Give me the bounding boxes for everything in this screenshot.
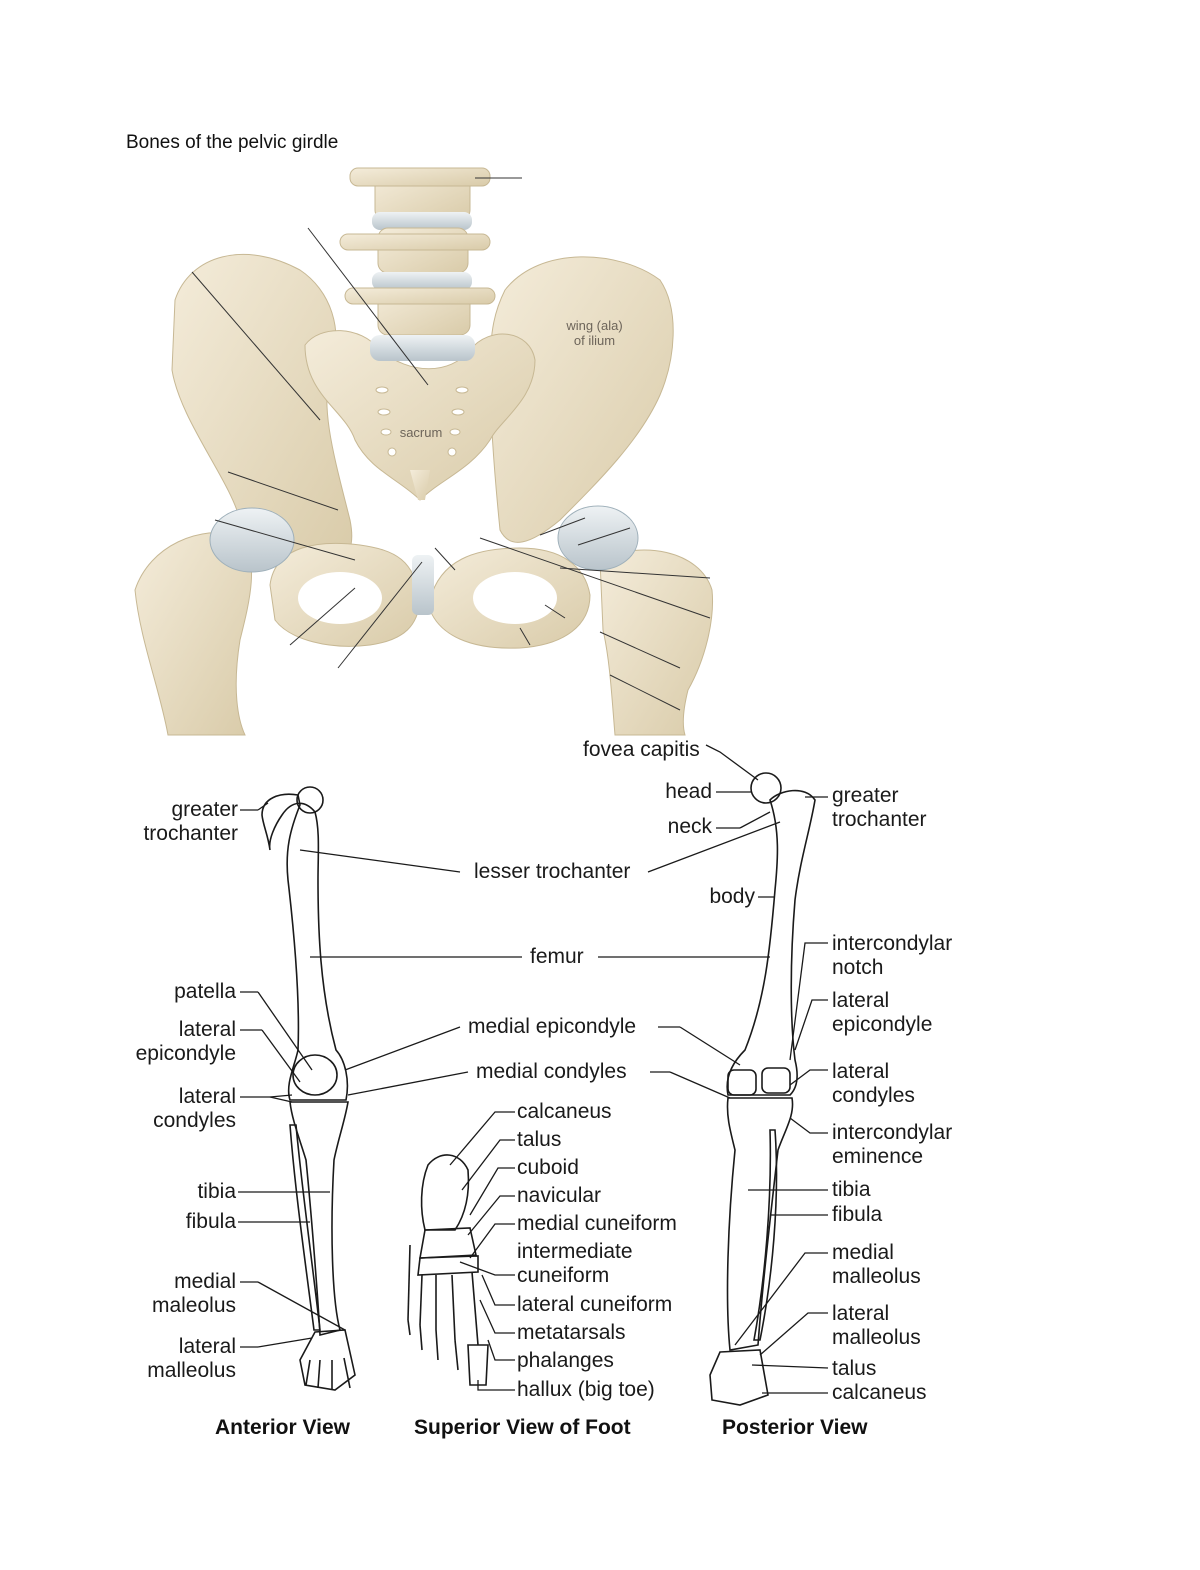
label-line: malleolus: [832, 1265, 921, 1288]
right-femur-shape: [134, 531, 252, 736]
right-hip-joint: [209, 507, 295, 573]
posterior-lateral-malleolus-label: lateral malleolus: [832, 1302, 921, 1350]
disc-1: [372, 212, 472, 230]
foot-metatarsals-label: metatarsals: [517, 1321, 626, 1344]
anterior-medial-maleolus-label: medial maleolus: [100, 1270, 236, 1318]
posterior-tibia-fibula: [709, 1097, 794, 1406]
label-line: trochanter: [143, 822, 238, 845]
wing-label-line1: wing (ala): [566, 318, 623, 333]
label-line: maleolus: [151, 1294, 236, 1317]
label-line: medial: [174, 1270, 236, 1293]
posterior-head-label: head: [665, 780, 712, 803]
anterior-view-caption: Anterior View: [215, 1416, 350, 1439]
foot-phalanges-label: phalanges: [517, 1349, 614, 1372]
anterior-tibia-fibula: [289, 1101, 356, 1391]
label-line: malleolus: [832, 1326, 921, 1349]
anterior-tibia-label: tibia: [197, 1180, 236, 1203]
anterior-lateral-malleolus-label: lateral malleolus: [100, 1335, 236, 1383]
posterior-view-caption: Posterior View: [722, 1416, 868, 1439]
foot-cuneiform-label: cuneiform: [517, 1264, 610, 1287]
disc-3: [370, 335, 475, 361]
label-line: intercondylar: [832, 932, 953, 955]
wing-of-ilium-label: wing (ala) of ilium: [552, 318, 637, 348]
label-line: epicondyle: [832, 1013, 933, 1036]
foot-calcaneus-label: calcaneus: [517, 1100, 612, 1123]
lesser-trochanter-label: lesser trochanter: [474, 860, 631, 883]
label-line: condyles: [832, 1084, 915, 1107]
posterior-greater-trochanter-label: greater trochanter: [832, 784, 927, 832]
anterior-lateral-condyles-label: lateral condyles: [100, 1085, 236, 1133]
label-line: greater: [171, 798, 238, 821]
label-line: epicondyle: [135, 1042, 236, 1065]
posterior-calcaneus-label: calcaneus: [832, 1381, 927, 1404]
label-line: trochanter: [832, 808, 927, 831]
anterior-fibula-label: fibula: [185, 1210, 236, 1233]
wing-label-line2: of ilium: [573, 333, 616, 348]
label-line: lateral: [178, 1018, 236, 1041]
leg-leader-lines: [238, 744, 829, 1394]
foot-medial-cuneiform-label: medial cuneiform: [517, 1212, 677, 1235]
foot-navicular-label: navicular: [517, 1184, 602, 1207]
fovea-capitis-label: fovea capitis: [583, 738, 700, 761]
superior-foot: [407, 1154, 489, 1386]
foot-lateral-cuneiform-label: lateral cuneiform: [517, 1293, 673, 1316]
superior-view-caption: Superior View of Foot: [414, 1416, 631, 1439]
posterior-talus-label: talus: [832, 1357, 877, 1380]
intercondylar-notch-label: intercondylar notch: [832, 932, 952, 980]
posterior-femur: [726, 772, 816, 1096]
medial-condyles-label: medial condyles: [476, 1060, 627, 1083]
medial-epicondyle-label: medial epicondyle: [468, 1015, 637, 1038]
foot-hallux-label: hallux (big toe): [517, 1378, 655, 1401]
posterior-lateral-epicondyle-label: lateral epicondyle: [832, 989, 932, 1037]
label-line: lateral: [178, 1335, 236, 1358]
right-ilium-shape: [171, 254, 353, 567]
disc-2: [372, 272, 472, 290]
label-line: notch: [832, 956, 884, 979]
posterior-neck-label: neck: [667, 815, 712, 838]
label-line: lateral: [832, 1060, 890, 1083]
anterior-patella-label: patella: [174, 980, 236, 1003]
label-line: malleolus: [147, 1359, 236, 1382]
posterior-body-label: body: [709, 885, 755, 908]
foot-intermediate-label: intermediate: [517, 1240, 633, 1263]
posterior-lateral-condyles-label: lateral condyles: [832, 1060, 915, 1108]
foot-talus-label: talus: [517, 1128, 562, 1151]
posterior-tibia-label: tibia: [832, 1178, 871, 1201]
sacrum-label: sacrum: [399, 425, 443, 440]
label-line: lateral: [832, 1302, 890, 1325]
intercondylar-eminence-label: intercondylar eminence: [832, 1121, 952, 1169]
pelvis-title: Bones of the pelvic girdle: [126, 132, 339, 153]
anterior-femur: [261, 786, 349, 1101]
anterior-lateral-epicondyle-label: lateral epicondyle: [100, 1018, 236, 1066]
posterior-medial-malleolus-label: medial malleolus: [832, 1241, 921, 1289]
foot-cuboid-label: cuboid: [517, 1156, 579, 1179]
label-line: intercondylar: [832, 1121, 953, 1144]
label-line: eminence: [832, 1145, 924, 1168]
label-line: condyles: [153, 1109, 236, 1132]
label-line: lateral: [178, 1085, 236, 1108]
femur-label: femur: [530, 945, 584, 968]
pelvis-leader-lines: [191, 177, 711, 711]
left-femur-shape: [599, 549, 714, 736]
label-line: greater: [832, 784, 899, 807]
label-line: lateral: [832, 989, 890, 1012]
posterior-fibula-label: fibula: [832, 1203, 883, 1226]
label-line: medial: [832, 1241, 894, 1264]
anterior-greater-trochanter-label: greater trochanter: [100, 798, 238, 846]
